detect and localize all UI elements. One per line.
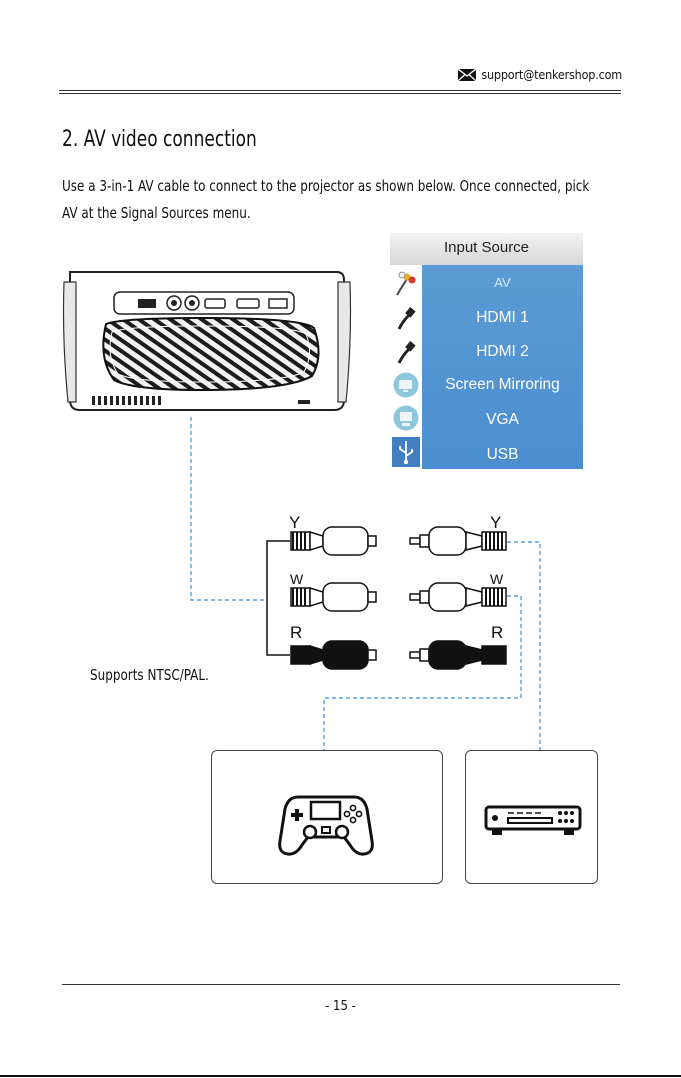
page-number: - 15 - xyxy=(0,999,681,1014)
white-plug-right xyxy=(410,583,506,611)
red-plug-left xyxy=(291,641,376,669)
page-bottom-edge xyxy=(0,1075,681,1077)
dvd-player-icon xyxy=(484,804,582,838)
label-w-right: W xyxy=(490,571,504,587)
label-y-right: Y xyxy=(490,513,501,532)
gamepad-icon xyxy=(278,791,374,857)
signal-format-note: Supports NTSC/PAL. xyxy=(90,666,209,684)
label-r-right: R xyxy=(491,623,503,642)
footer-rule xyxy=(62,984,620,985)
label-y-left: Y xyxy=(289,513,300,532)
label-w-left: W xyxy=(290,571,304,587)
red-plug-right xyxy=(410,641,506,669)
white-plug-left xyxy=(291,583,376,611)
game-console-box xyxy=(211,750,443,884)
yellow-plug-left xyxy=(291,527,376,555)
label-r-left: R xyxy=(290,623,302,642)
dashed-connection-lines xyxy=(191,417,540,750)
cable-splitter-line xyxy=(267,541,290,655)
dvd-player-box xyxy=(465,750,598,884)
